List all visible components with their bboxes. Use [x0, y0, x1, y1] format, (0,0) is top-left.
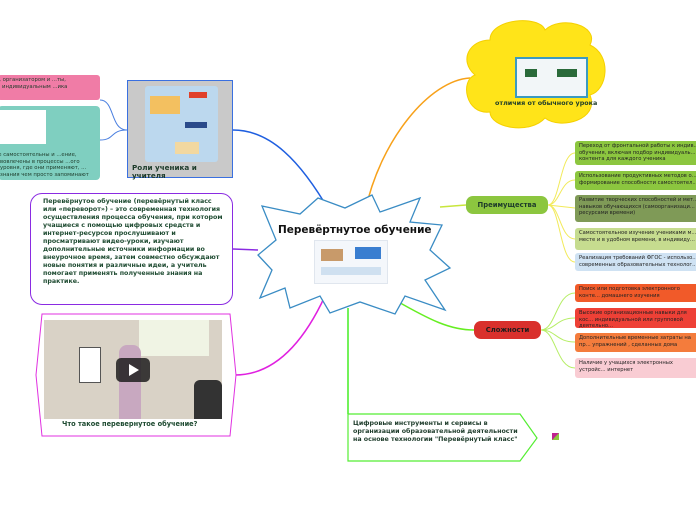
video-thumbnail[interactable] — [44, 320, 222, 419]
advantage-item[interactable]: Использование продуктивных методов о... … — [575, 171, 696, 190]
difficulty-item[interactable]: Наличие у учащихся электронных устройс..… — [575, 358, 696, 378]
advantage-item[interactable]: Развитие творческих способностей и мет..… — [575, 195, 696, 222]
difficulty-item[interactable]: Поиск или подготовка электронного конте.… — [575, 284, 696, 302]
central-image — [314, 240, 388, 284]
definition-node[interactable]: Перевёрнутое обучение (перевёрнутый клас… — [30, 193, 233, 305]
advantage-item[interactable]: Переход от фронтальной работы к индив...… — [575, 141, 696, 165]
difficulty-item[interactable]: Дополнительные временные затраты на пр..… — [575, 333, 696, 352]
advantage-item[interactable]: Реализация требований ФГОС - использо...… — [575, 253, 696, 271]
tools-node-shape — [347, 413, 538, 462]
roles-child-student[interactable]: ...ее самостоятельны и ...ение, вовлечен… — [0, 106, 100, 180]
tools-node[interactable]: Цифровые инструменты и сервисы в организ… — [353, 420, 518, 443]
play-icon[interactable] — [116, 358, 150, 382]
roles-child-teacher[interactable]: ...атором, организатором и ...ты, индиви… — [0, 75, 100, 100]
roles-label: Роли ученика и учителя — [132, 163, 197, 180]
difficulties-node[interactable]: Сложности — [474, 321, 541, 339]
student-infographic — [0, 110, 46, 144]
advantage-item[interactable]: Самостоятельное изучение учениками м... … — [575, 228, 696, 250]
collapsed-node-icon[interactable] — [552, 433, 559, 440]
roles-node[interactable]: Роли ученика и учителя — [127, 80, 233, 180]
cloud-label[interactable]: отличия от обычного урока — [495, 99, 598, 107]
video-caption: Что такое перевернутое обучение? — [62, 420, 198, 428]
cloud-image — [515, 57, 588, 98]
difficulty-item[interactable]: Высокие организационные навыки для кос..… — [575, 308, 696, 328]
central-title[interactable]: Перевёртнутое обучение — [278, 224, 432, 236]
roles-image — [145, 86, 218, 162]
advantages-node[interactable]: Преимущества — [466, 196, 548, 214]
